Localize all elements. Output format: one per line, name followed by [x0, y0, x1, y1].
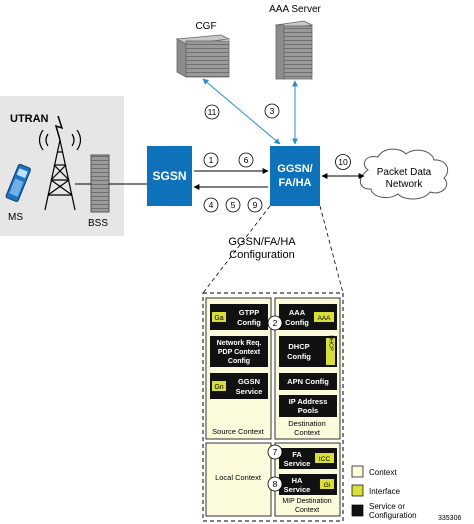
gn-interface-label: Gn: [214, 384, 223, 391]
gtpp-label-line1: GTPP: [239, 308, 259, 317]
aaa-interface-label: AAA: [317, 315, 331, 322]
netreq-label-line3: Config: [228, 358, 250, 365]
svg-text:5: 5: [231, 200, 236, 210]
figure-id: 335306: [438, 515, 461, 522]
flow-number-9: 9: [247, 197, 263, 213]
aaa-interface-tag: [314, 312, 334, 322]
apn-config-block: [279, 373, 337, 390]
ha-service-label-line2: Service: [284, 485, 311, 494]
legend-context-swatch: [351, 465, 364, 478]
flow-number-4: 4: [203, 197, 219, 213]
local-context: [205, 442, 272, 517]
icc-interface-tag: [315, 453, 334, 463]
bss-cabinet-icon: [90, 154, 110, 213]
network-req-pdp-config-block: [210, 336, 268, 367]
ga-interface-label: Ga: [214, 315, 223, 322]
ggsn-service-label-line2: Service: [236, 387, 263, 396]
mip-context-label-line1: MIP Destination: [282, 498, 331, 505]
svg-text:10: 10: [338, 157, 348, 167]
fa-service-label-line2: Service: [284, 459, 311, 468]
sgsn-label: SGSN: [152, 169, 186, 183]
flow-number-10: 10: [335, 154, 351, 170]
icc-interface-label: ICC: [319, 456, 331, 463]
svg-text:6: 6: [244, 155, 249, 165]
svg-text:11: 11: [208, 107, 217, 117]
bss-label: BSS: [88, 218, 108, 229]
legend-service-label-line2: Configuration: [369, 511, 417, 520]
packet-data-network-cloud-icon: [360, 148, 449, 200]
ggsn-label-line2: FA/HA: [279, 177, 312, 189]
gi-interface-tag: [320, 479, 334, 489]
antenna-tower-icon: [38, 115, 82, 211]
flow-number-3: 3: [264, 103, 280, 119]
dhcp-config-label-line1: DHCP: [288, 342, 309, 351]
svg-text:1: 1: [209, 155, 214, 165]
cgf-cabinet-icon: [175, 34, 231, 78]
ggsn-label-line1: GGSN/: [277, 163, 312, 175]
aaa-config-label-line2: Config: [285, 318, 309, 327]
netreq-label-line1: Network Req.: [217, 340, 262, 347]
dhcp-config-label-line2: Config: [287, 352, 311, 361]
gn-interface-tag: [212, 381, 226, 391]
mobile-phone-icon: [5, 163, 31, 202]
config-title-line1: GGSN/FA/HA: [228, 236, 296, 248]
ip-pools-label-line2: Pools: [298, 406, 318, 415]
aaa-config-label-line1: AAA: [289, 308, 306, 317]
expansion-line-left: [202, 205, 271, 294]
legend-service-label-line1: Service or: [369, 502, 405, 511]
apn-config-label: APN Config: [287, 377, 329, 386]
svg-text:3: 3: [270, 106, 275, 116]
ha-service-label-line1: HA: [292, 476, 303, 485]
ip-address-pools-block: [279, 395, 337, 417]
ggsn-cgf-arrow: [202, 78, 281, 145]
dhcp-interface-label: DHCP: [328, 335, 334, 351]
flow-number-5: 5: [225, 197, 241, 213]
destination-context-label-line1: Destination: [288, 419, 326, 428]
ggsn-node: [270, 146, 320, 206]
ip-pools-label-line1: IP Address: [289, 397, 328, 406]
mip-context-label-line2: Context: [295, 507, 319, 514]
local-context-label: Local Context: [215, 473, 262, 482]
config-title-line2: Configuration: [229, 249, 294, 261]
legend-context-label: Context: [369, 468, 397, 477]
svg-text:2: 2: [273, 318, 278, 328]
legend-interface-swatch: [351, 484, 364, 497]
netreq-label-line2: PDP Context: [218, 349, 261, 356]
utran-label: UTRAN: [10, 113, 49, 125]
flow-number-2: 2: [267, 315, 283, 331]
flow-number-7: 7: [267, 444, 283, 460]
ggsn-service-label-line1: GGSN: [238, 377, 260, 386]
sgsn-node: [147, 146, 192, 206]
ga-interface-tag: [212, 312, 226, 322]
gi-interface-label: Gi: [324, 482, 331, 489]
dhcp-interface-tag: [326, 338, 335, 365]
destination-context-label-line2: Context: [294, 428, 321, 437]
legend-interface-label: Interface: [369, 487, 401, 496]
legend-service-swatch: [351, 504, 364, 517]
expansion-line-right: [319, 205, 344, 294]
pdn-label-line1: Packet Data: [377, 167, 432, 178]
flow-number-11: 11: [204, 104, 220, 120]
pdn-label-line2: Network: [386, 179, 424, 190]
svg-text:7: 7: [273, 447, 278, 457]
flow-number-6: 6: [238, 152, 254, 168]
cgf-label: CGF: [195, 21, 216, 32]
fa-service-label-line1: FA: [292, 450, 302, 459]
source-context-label: Source Context: [212, 427, 265, 436]
flow-number-8: 8: [267, 476, 283, 492]
flow-number-1: 1: [203, 152, 219, 168]
gtpp-label-line2: Config: [237, 318, 261, 327]
aaa-server-label: AAA Server: [269, 4, 321, 15]
svg-text:9: 9: [253, 200, 258, 210]
aaa-server-icon: [274, 20, 314, 80]
svg-text:8: 8: [273, 479, 278, 489]
ms-label: MS: [8, 212, 23, 223]
svg-text:4: 4: [209, 200, 214, 210]
